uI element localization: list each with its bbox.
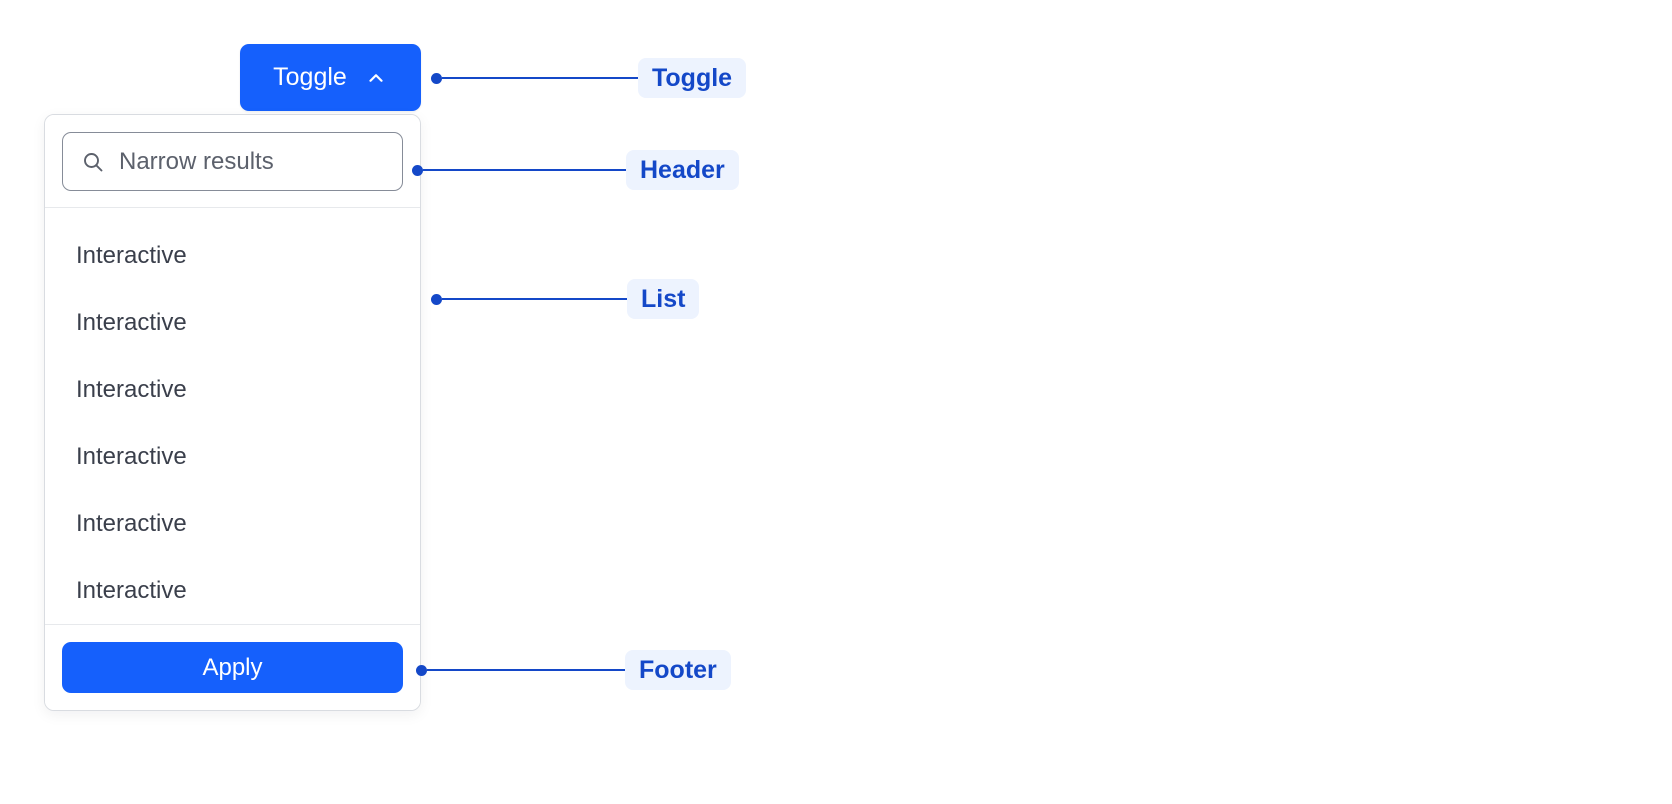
callout-header: Header	[412, 150, 739, 190]
callout-leader-line	[442, 298, 627, 300]
dropdown-panel: Interactive Interactive Interactive Inte…	[44, 114, 421, 711]
dropdown-header	[45, 115, 420, 208]
chevron-up-icon	[364, 66, 388, 90]
list-item[interactable]: Interactive	[76, 241, 187, 269]
search-input[interactable]	[119, 147, 385, 176]
search-box[interactable]	[62, 132, 403, 191]
callout-dot-icon	[431, 293, 442, 305]
callout-leader-line	[427, 669, 625, 671]
callout-dot-icon	[416, 664, 427, 676]
list-item[interactable]: Interactive	[76, 442, 187, 470]
callout-toggle: Toggle	[431, 58, 747, 98]
callout-label-footer: Footer	[625, 650, 731, 690]
list-item[interactable]: Interactive	[76, 576, 187, 604]
callout-label-header: Header	[626, 150, 739, 190]
callout-footer: Footer	[416, 650, 731, 690]
dropdown-footer: Apply	[45, 624, 420, 710]
callout-leader-line	[442, 77, 638, 79]
dropdown-list[interactable]: Interactive Interactive Interactive Inte…	[45, 208, 420, 624]
apply-button[interactable]: Apply	[62, 642, 403, 693]
callout-leader-line	[423, 169, 626, 171]
list-item[interactable]: Interactive	[76, 375, 187, 403]
toggle-button[interactable]: Toggle	[240, 44, 421, 111]
callout-dot-icon	[431, 72, 442, 84]
callout-label-toggle: Toggle	[638, 58, 747, 98]
callout-list: List	[431, 279, 700, 319]
callout-label-list: List	[627, 279, 700, 319]
callout-dot-icon	[412, 164, 423, 176]
list-item[interactable]: Interactive	[76, 509, 187, 537]
list-item[interactable]: Interactive	[76, 308, 187, 336]
search-icon	[80, 149, 106, 175]
toggle-button-label: Toggle	[273, 63, 347, 91]
